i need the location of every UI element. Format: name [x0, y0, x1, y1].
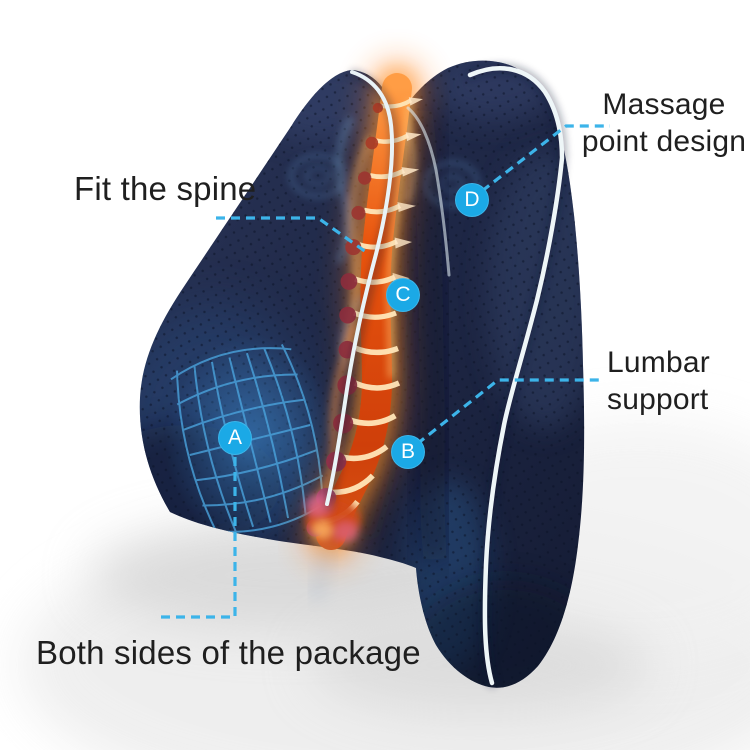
label-both-sides-package: Both sides of the package: [36, 634, 421, 671]
marker-b-letter: B: [400, 440, 415, 463]
marker-d-badge: D: [455, 183, 489, 217]
label-lumbar-line2: support: [607, 383, 709, 416]
marker-c-letter: C: [395, 283, 411, 306]
label-lumbar-support: Lumbar support: [607, 344, 710, 418]
line-package: [159, 457, 237, 619]
line-massage: [481, 124, 610, 193]
label-massage-line1: Massage: [602, 88, 726, 121]
label-fit-the-spine: Fit the spine: [74, 170, 257, 207]
marker-b-badge: B: [391, 435, 425, 469]
line-lumbar: [416, 378, 601, 446]
marker-a-badge: A: [218, 421, 252, 455]
spine-graphic: [298, 55, 430, 602]
label-massage-line2: point design: [581, 125, 747, 158]
marker-d-letter: D: [464, 188, 480, 211]
label-lumbar-line1: Lumbar: [607, 346, 710, 379]
callout-lines: [159, 124, 610, 619]
line-fit-spine: [216, 216, 367, 254]
marker-a-letter: A: [227, 426, 242, 449]
piping-seams: [325, 63, 567, 688]
marker-c-badge: C: [386, 278, 420, 312]
sacrum: [305, 494, 360, 542]
label-massage-point-design: Massage point design: [575, 86, 750, 160]
